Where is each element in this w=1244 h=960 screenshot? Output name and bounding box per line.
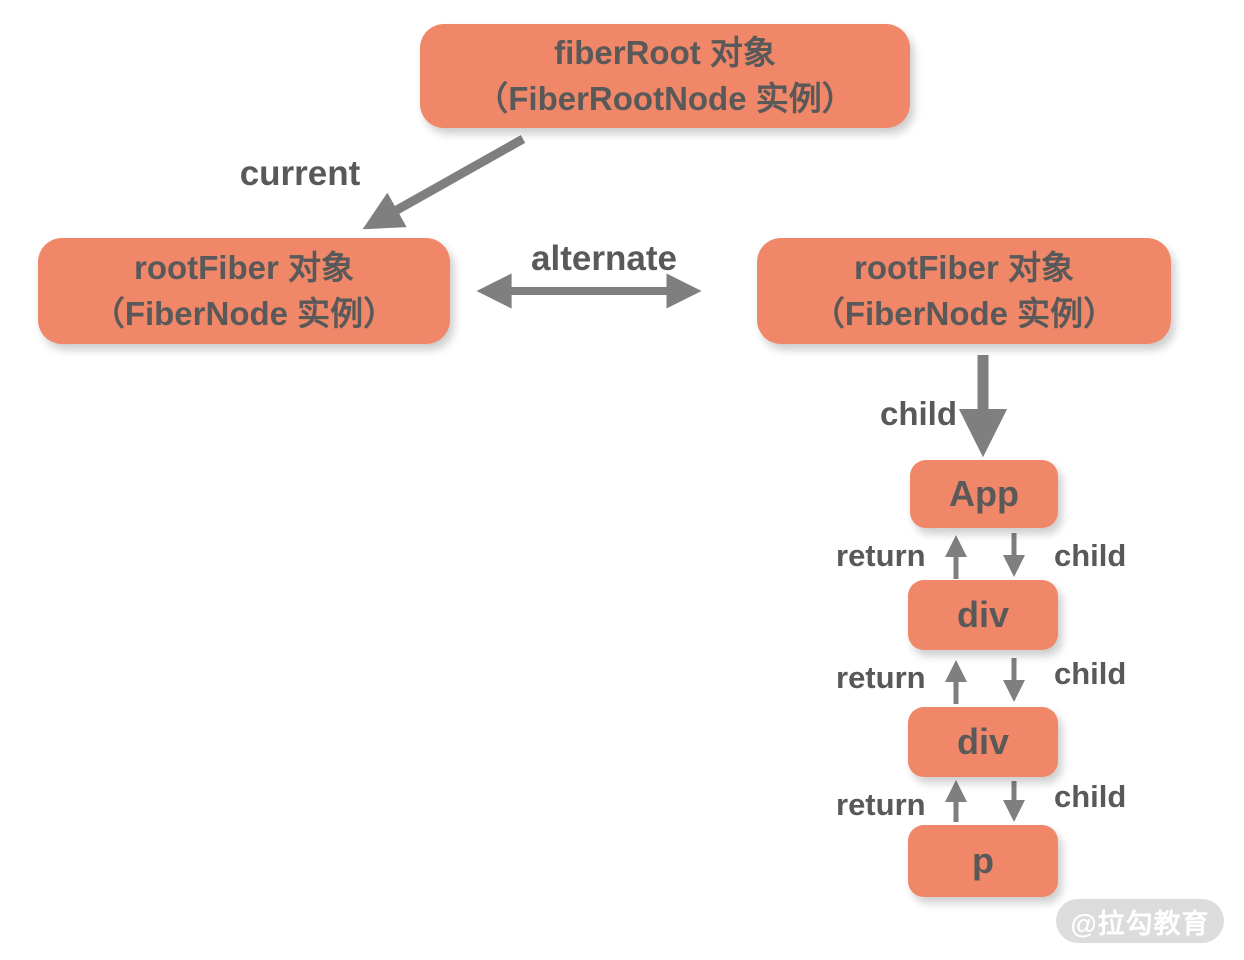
node-app-label: App [949,473,1019,515]
node-root-fiber-right: rootFiber 对象 （FiberNode 实例） [757,238,1171,344]
node-div-2: div [908,707,1058,777]
node-fiber-root: fiberRoot 对象 （FiberRootNode 实例） [420,24,910,128]
node-div-2-label: div [956,721,1009,763]
return-label-1: return [836,538,926,573]
child-label-1: child [1054,538,1127,573]
node-root-fiber-right-line1: rootFiber 对象 [854,249,1074,287]
node-app: App [910,460,1058,528]
node-fiber-root-line2: （FiberRootNode 实例） [475,80,855,117]
return-label-3: return [836,787,926,822]
node-root-fiber-left-line2: （FiberNode 实例） [91,295,397,332]
node-div-1: div [908,580,1058,650]
alternate-label: alternate [531,239,677,278]
node-p: p [908,825,1058,897]
child-root-label: child [879,395,957,432]
current-label: current [239,154,361,193]
watermark-badge: @拉勾教育 [1056,899,1224,943]
node-root-fiber-right-line2: （FiberNode 实例） [811,295,1117,332]
node-p-label: p [972,840,994,882]
node-fiber-root-line1: fiberRoot 对象 [554,34,776,72]
current-arrow [362,135,526,230]
node-div-1-label: div [956,594,1009,636]
child-label-3: child [1054,779,1127,814]
return-label-2: return [836,660,926,695]
node-root-fiber-left-line1: rootFiber 对象 [134,249,354,287]
child-label-2: child [1054,656,1127,691]
node-root-fiber-left: rootFiber 对象 （FiberNode 实例） [38,238,450,344]
